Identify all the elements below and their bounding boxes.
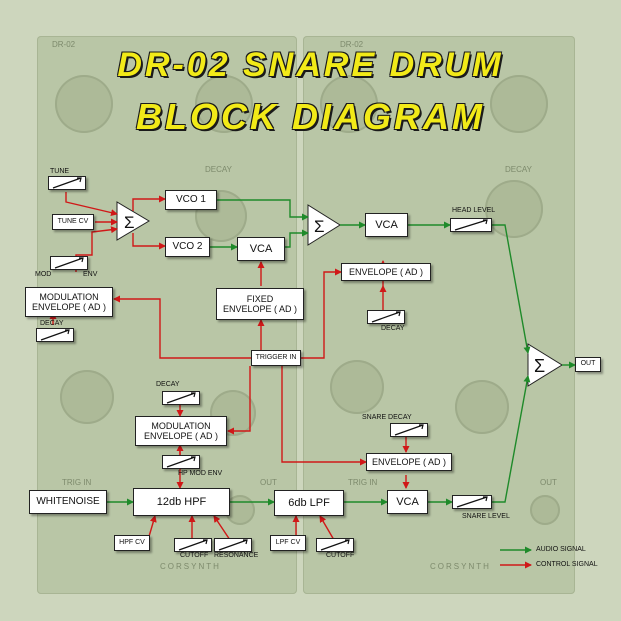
- brand-mark: CORSYNTH: [160, 562, 221, 571]
- snare-decay-pot-icon: [390, 423, 428, 437]
- cutoff-lpf-label: CUTOFF: [326, 552, 355, 559]
- vca-snare-block: VCA: [387, 490, 428, 514]
- panel-label: OUT: [260, 478, 277, 487]
- panel-label: OUT: [540, 478, 557, 487]
- svg-text:Σ: Σ: [124, 213, 135, 232]
- panel-knob: [490, 75, 548, 133]
- panel-knob: [330, 360, 384, 414]
- hpf-block: 12db HPF: [133, 488, 230, 516]
- decay-main-pot-icon: [367, 310, 405, 324]
- trigger-in-jack: TRIGGER IN: [251, 350, 301, 366]
- audio-signal-paths: [107, 199, 576, 506]
- svg-text:Σ: Σ: [314, 217, 325, 236]
- envelope-snare-block: ENVELOPE ( AD ): [366, 453, 452, 471]
- legend-audio-label: AUDIO SIGNAL: [536, 546, 586, 553]
- modulation-envelope-block: MODULATION ENVELOPE ( AD ): [25, 287, 113, 317]
- panel-label: TRIG IN: [348, 478, 378, 487]
- vco1-block: VCO 1: [165, 190, 217, 210]
- block-label: ENVELOPE ( AD ): [31, 302, 107, 312]
- resonance-pot-icon: [214, 538, 252, 552]
- block-label: FIXED: [246, 293, 274, 304]
- block-label: ENVELOPE ( AD ): [222, 304, 298, 314]
- tune-cv-input: TUNE CV: [52, 214, 94, 230]
- lpf-block: 6db LPF: [274, 490, 344, 516]
- modulation-envelope-hp-block: MODULATION ENVELOPE ( AD ): [135, 416, 227, 446]
- panel-knob: [455, 380, 509, 434]
- panel-label: DECAY: [505, 165, 532, 174]
- mixer-output: Σ: [527, 343, 563, 387]
- brand-mark: CORSYNTH: [430, 562, 491, 571]
- panel-knob: [195, 75, 253, 133]
- mod-label: MOD: [35, 271, 52, 278]
- hp-mod-env-pot-icon: [162, 455, 200, 469]
- panel-label: DECAY: [205, 165, 232, 174]
- decay-mod-label: DECAY: [40, 320, 64, 327]
- head-level-pot-icon: [450, 218, 492, 232]
- decay-hp-pot-icon: [162, 391, 200, 405]
- panel-knob: [485, 180, 543, 238]
- decay-hp-label: DECAY: [156, 381, 180, 388]
- cutoff-hpf-label: CUTOFF: [180, 552, 209, 559]
- tune-pot-icon: [48, 176, 86, 190]
- cutoff-hpf-pot-icon: [174, 538, 212, 552]
- panel-label: DR-02: [52, 40, 76, 49]
- lpf-cv-input: LPF CV: [270, 535, 306, 551]
- panel-jack: [530, 495, 560, 525]
- vca-main-block: VCA: [365, 213, 408, 237]
- mixer-middle: Σ: [307, 204, 341, 246]
- panel-label: TRIG IN: [62, 478, 92, 487]
- hp-mod-env-label: HP MOD ENV: [178, 470, 223, 477]
- snare-level-label: SNARE LEVEL: [462, 513, 510, 520]
- tune-label: TUNE: [50, 168, 70, 175]
- whitenoise-block: WHITENOISE: [29, 490, 107, 514]
- panel-knob: [60, 370, 114, 424]
- panel-jack: [225, 495, 255, 525]
- fixed-envelope-block: FIXED ENVELOPE ( AD ): [216, 288, 304, 320]
- env-label: ENV: [83, 271, 98, 278]
- vco2-block: VCO 2: [165, 237, 210, 257]
- diagram-subtitle: BLOCK DIAGRAM: [136, 96, 485, 137]
- decay-mod-pot-icon: [36, 328, 74, 342]
- out-jack: OUT: [575, 357, 601, 372]
- snare-level-pot-icon: [452, 495, 492, 509]
- vca-tone-block: VCA: [237, 237, 285, 261]
- block-label: MODULATION: [39, 291, 99, 302]
- block-label: MODULATION: [151, 420, 211, 431]
- hpf-cv-input: HPF CV: [114, 535, 150, 551]
- block-label: ENVELOPE ( AD ): [143, 431, 219, 441]
- cutoff-lpf-pot-icon: [316, 538, 354, 552]
- decay-main-label: DECAY: [381, 325, 405, 332]
- panel-knob: [55, 75, 113, 133]
- envelope-main-block: ENVELOPE ( AD ): [341, 263, 431, 281]
- legend-control-label: CONTROL SIGNAL: [536, 561, 598, 568]
- panel-knob: [320, 75, 378, 133]
- diagram-title: DR-02 SNARE DRUM: [117, 46, 504, 84]
- svg-text:Σ: Σ: [534, 356, 545, 376]
- panel-label: DR-02: [340, 40, 364, 49]
- mod-env-pot-icon: [50, 256, 88, 270]
- head-level-label: HEAD LEVEL: [452, 207, 496, 214]
- snare-decay-label: SNARE DECAY: [362, 414, 412, 421]
- resonance-label: RESONANCE: [214, 552, 259, 559]
